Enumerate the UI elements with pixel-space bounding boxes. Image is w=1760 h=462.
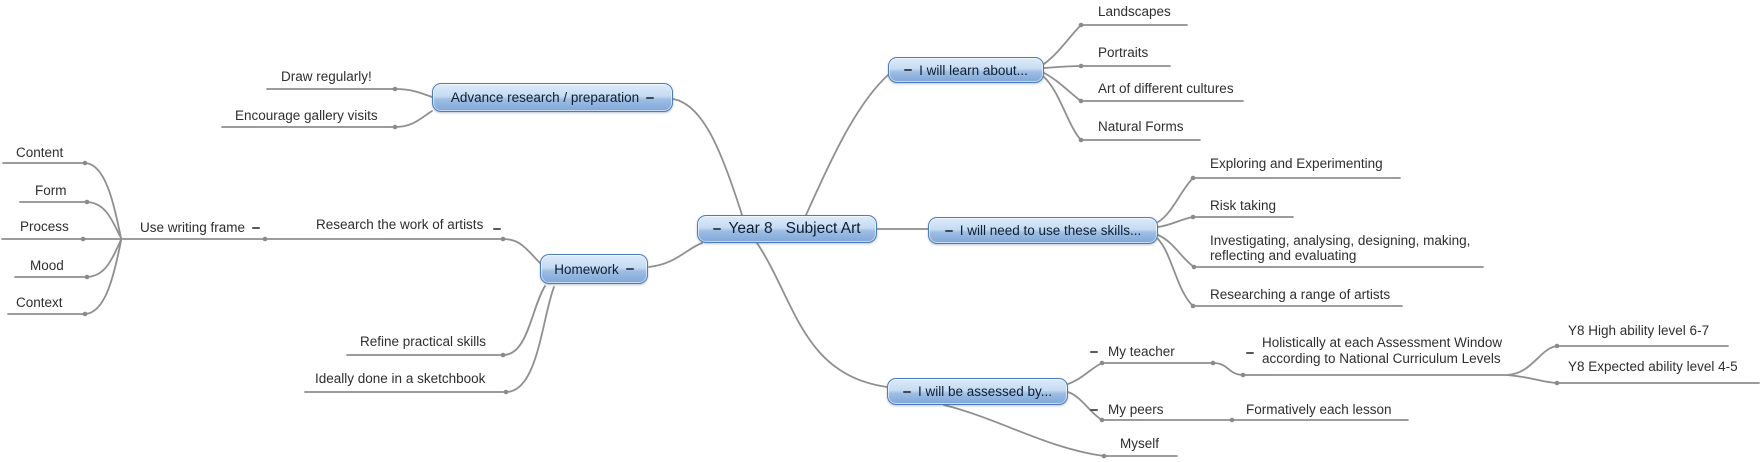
branch-advance-connectors: [221, 88, 743, 216]
topic-assessed-label: I will be assessed by...: [917, 384, 1053, 399]
topic-holistically-line2: according to National Curriculum Levels: [1262, 351, 1501, 366]
topic-content[interactable]: Content: [16, 145, 64, 160]
collapse-minus-icon[interactable]: [713, 228, 722, 230]
topic-center-label: Year 8 Subject Art: [728, 220, 861, 237]
topic-process[interactable]: Process: [20, 219, 69, 234]
collapse-minus-icon[interactable]: [646, 96, 655, 99]
topic-learn-about[interactable]: I will learn about...: [888, 57, 1044, 83]
branch-writing-frame-connectors: [1, 162, 541, 315]
topic-center[interactable]: Year 8 Subject Art: [697, 215, 877, 243]
topic-holistically[interactable]: Holistically at each Assessment Window a…: [1262, 335, 1502, 367]
branch-skills-connectors: [876, 177, 1484, 307]
collapse-minus-icon[interactable]: [944, 229, 953, 232]
topic-portraits[interactable]: Portraits: [1098, 45, 1149, 60]
topic-formatively[interactable]: Formatively each lesson: [1246, 402, 1392, 417]
collapse-minus-icon[interactable]: [1246, 352, 1254, 354]
topic-homework[interactable]: Homework: [540, 254, 648, 284]
collapse-minus-icon[interactable]: [493, 228, 501, 230]
junction-dots: [80, 22, 1560, 459]
branch-homework-connectors: [304, 242, 703, 393]
topic-mood[interactable]: Mood: [30, 258, 64, 273]
topic-my-peers[interactable]: My peers: [1108, 402, 1164, 417]
collapse-minus-icon[interactable]: [1090, 409, 1098, 411]
topic-skills[interactable]: I will need to use these skills...: [928, 217, 1158, 244]
branch-learn-connectors: [805, 24, 1244, 216]
topic-refine-skills[interactable]: Refine practical skills: [360, 334, 487, 349]
topic-gallery-visits[interactable]: Encourage gallery visits: [235, 108, 378, 123]
topic-learn-label: I will learn about...: [919, 62, 1028, 78]
collapse-minus-icon[interactable]: [1090, 351, 1098, 353]
topic-y8-expected[interactable]: Y8 Expected ability level 4-5: [1568, 359, 1738, 374]
topic-homework-label: Homework: [554, 261, 619, 277]
topic-investigating-line2: reflecting and evaluating: [1210, 248, 1357, 263]
topic-cultures[interactable]: Art of different cultures: [1098, 81, 1234, 96]
topic-researching-artists[interactable]: Researching a range of artists: [1210, 287, 1391, 302]
topic-writing-frame[interactable]: Use writing frame: [140, 220, 246, 235]
topic-advance-label: Advance research / preparation: [450, 90, 640, 105]
topic-natural-forms[interactable]: Natural Forms: [1098, 119, 1184, 134]
topic-draw-regularly[interactable]: Draw regularly!: [281, 69, 372, 84]
topic-investigating-line1: Investigating, analysing, designing, mak…: [1210, 233, 1471, 248]
topic-context[interactable]: Context: [16, 295, 63, 310]
branch-assessed-connectors: [756, 242, 1760, 457]
collapse-minus-icon[interactable]: [902, 390, 911, 393]
collapse-minus-icon[interactable]: [904, 69, 913, 71]
topic-y8-high[interactable]: Y8 High ability level 6-7: [1568, 323, 1710, 338]
topic-sketchbook[interactable]: Ideally done in a sketchbook: [315, 371, 486, 386]
topic-assessed-by[interactable]: I will be assessed by...: [887, 378, 1068, 405]
topic-advance-research[interactable]: Advance research / preparation: [432, 83, 673, 112]
topic-research-artists[interactable]: Research the work of artists: [316, 217, 484, 232]
collapse-minus-icon[interactable]: [252, 227, 260, 229]
topic-exploring[interactable]: Exploring and Experimenting: [1210, 156, 1383, 171]
topic-my-teacher[interactable]: My teacher: [1108, 344, 1175, 359]
topic-landscapes[interactable]: Landscapes: [1098, 4, 1171, 19]
topic-skills-label: I will need to use these skills...: [959, 223, 1142, 238]
topic-holistically-line1: Holistically at each Assessment Window: [1262, 335, 1503, 350]
collapse-minus-icon[interactable]: [625, 268, 634, 270]
topic-myself[interactable]: Myself: [1120, 436, 1160, 451]
topic-investigating[interactable]: Investigating, analysing, designing, mak…: [1210, 233, 1470, 263]
topic-risk-taking[interactable]: Risk taking: [1210, 198, 1277, 213]
topic-form[interactable]: Form: [35, 183, 67, 198]
